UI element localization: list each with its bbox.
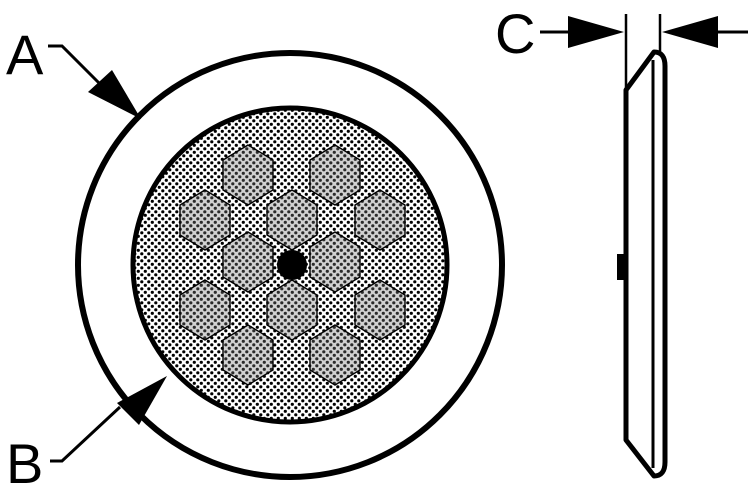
callout-a: A xyxy=(6,23,141,119)
center-screw xyxy=(277,250,307,280)
callout-b-label: B xyxy=(6,432,43,492)
callout-a-arrowhead xyxy=(88,70,141,119)
callout-a-leader xyxy=(48,44,110,94)
front-view xyxy=(75,50,505,480)
led-hexagon xyxy=(266,279,318,341)
callout-b: B xyxy=(6,376,167,492)
led-hexagon xyxy=(354,189,406,251)
led-hexagon xyxy=(309,144,361,206)
dimension-arrow-right-head xyxy=(662,16,718,48)
callout-a-label: A xyxy=(6,23,44,86)
led-hexagon xyxy=(222,231,274,293)
led-hexagon xyxy=(179,189,231,251)
led-cluster xyxy=(179,144,406,386)
callout-c-label: C xyxy=(495,2,535,65)
side-view xyxy=(617,49,668,479)
callout-b-arrowhead xyxy=(117,376,167,425)
callout-c: C xyxy=(495,2,748,90)
led-hexagon xyxy=(354,279,406,341)
led-hexagon xyxy=(222,324,274,386)
led-hexagon xyxy=(309,231,361,293)
dimension-arrow-left-head xyxy=(568,16,624,48)
led-hexagon xyxy=(179,279,231,341)
led-hexagon xyxy=(222,144,274,206)
mounting-nub xyxy=(617,254,626,280)
side-profile xyxy=(623,49,668,479)
callout-b-leader xyxy=(50,405,122,463)
led-hexagon xyxy=(309,324,361,386)
